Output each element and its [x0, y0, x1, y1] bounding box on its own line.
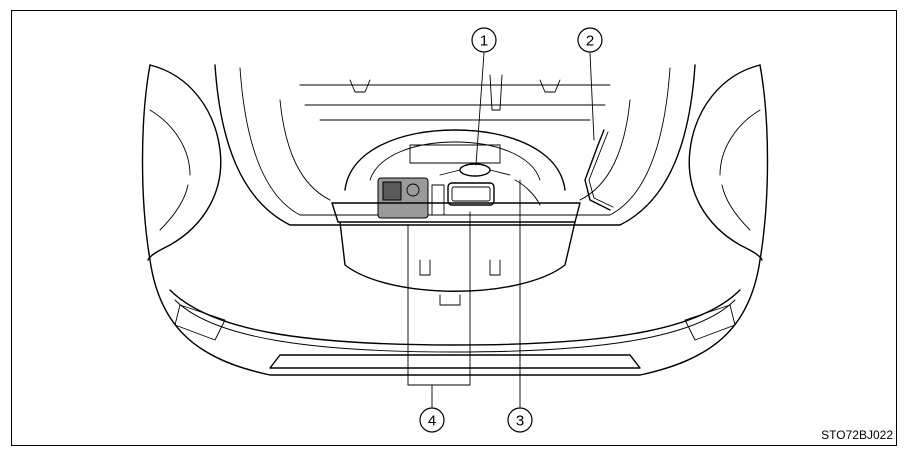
callout-2-leader: [589, 52, 595, 141]
callout-3-label: 3: [516, 413, 524, 430]
jack: [459, 163, 491, 177]
lower-storage-bin: [339, 221, 576, 292]
callout-1-circle: [471, 27, 497, 53]
spare-tire-well: [344, 129, 566, 191]
callout-2-circle: [577, 27, 603, 53]
left-tail-light: [147, 64, 222, 261]
callout-4-circle: [419, 407, 445, 433]
tool-kit-right: [447, 182, 495, 206]
jack-handle: [584, 129, 611, 211]
callout-1-leader: [475, 52, 485, 166]
figure-code: STO72BJ022: [821, 428, 893, 442]
right-tail-light: [688, 64, 763, 261]
callout-1-label: 1: [480, 33, 488, 50]
callout-4-label: 4: [428, 413, 436, 430]
callout-2-label: 2: [586, 33, 594, 50]
figure-frame: [11, 10, 897, 446]
callout-3-circle: [507, 407, 533, 433]
bumper: [169, 289, 741, 346]
trunk-opening: [214, 64, 696, 226]
car-body-outline: [141, 64, 769, 376]
tool-kit-dark-part: [382, 181, 402, 201]
deck-board: [331, 202, 581, 223]
